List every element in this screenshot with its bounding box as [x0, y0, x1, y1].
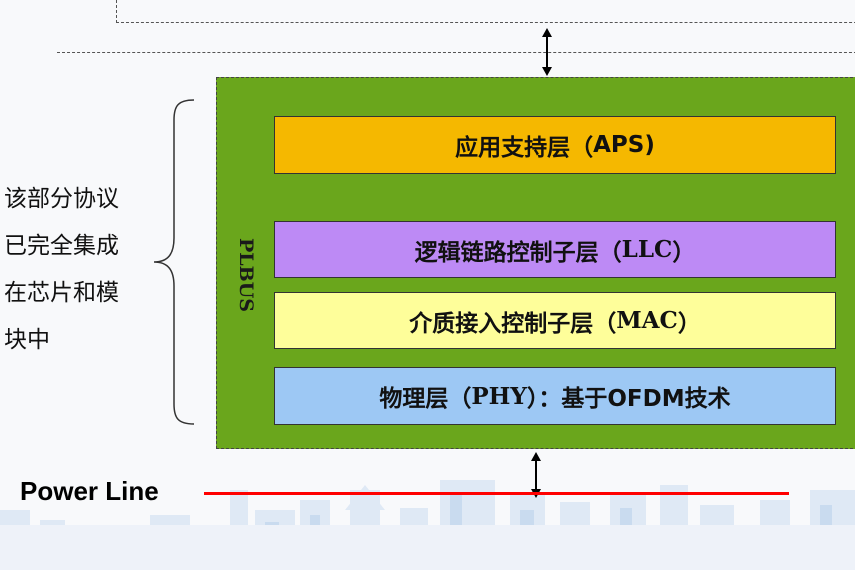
layer-mac-en: MAC	[616, 307, 678, 334]
note-line: 已完全集成	[4, 233, 119, 259]
upper-region-separator	[57, 52, 855, 53]
upper-region-outline	[116, 0, 855, 23]
layer-phy: 物理层（PHY）：基于OFDM技术	[274, 367, 836, 425]
note-line: 该部分协议	[4, 186, 119, 212]
curly-brace	[153, 99, 195, 425]
layer-aps-zh: 应用支持层（	[455, 135, 594, 161]
layer-llc-close: ）	[672, 239, 696, 266]
layer-llc-en: LLC	[621, 236, 673, 263]
note-line: 块中	[4, 327, 50, 353]
note-line: 在芯片和模	[4, 280, 119, 306]
ground-band	[0, 525, 855, 570]
integration-note: 该部分协议 已完全集成 在芯片和模 块中	[4, 176, 154, 364]
layer-aps-close: )	[644, 132, 655, 158]
layer-llc-zh: 逻辑链路控制子层（	[414, 239, 622, 266]
layer-phy-en: PHY	[471, 382, 527, 410]
layer-mac: 介质接入控制子层（MAC）	[274, 292, 836, 349]
layer-mac-zh: 介质接入控制子层（	[409, 310, 617, 337]
plbus-label: PLBUS	[235, 238, 257, 312]
layer-phy-close: ）：基于OFDM技术	[526, 386, 731, 412]
double-arrow-top	[542, 28, 552, 76]
layer-phy-zh: 物理层（	[379, 386, 472, 412]
layer-aps-en: APS	[593, 132, 645, 158]
layer-aps: 应用支持层（APS)	[274, 116, 836, 174]
layer-llc: 逻辑链路控制子层（LLC）	[274, 221, 836, 278]
power-line-label: Power Line	[20, 476, 159, 506]
layer-mac-close: ）	[677, 310, 701, 337]
power-line	[204, 492, 789, 495]
